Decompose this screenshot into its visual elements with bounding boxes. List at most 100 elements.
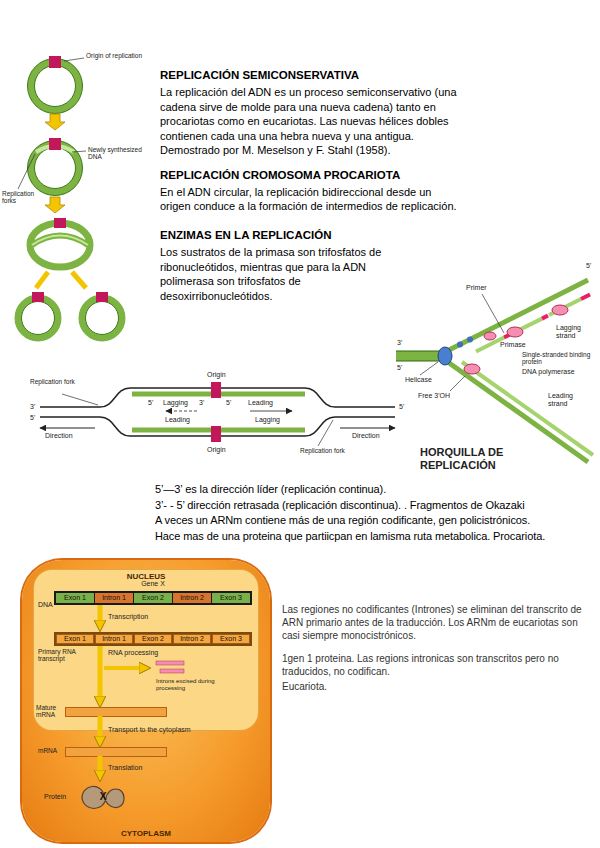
part-label: Direction — [352, 432, 380, 440]
arrow-label: Transcription — [108, 613, 148, 621]
part-label: Leading strand — [548, 392, 592, 408]
text-column: 5’—3’ es la dirección líder (replicación… — [155, 482, 593, 543]
replication-fork — [396, 280, 593, 462]
replication-fork — [450, 376, 465, 391]
plasmid-figures — [86, 302, 119, 335]
replication-fork — [438, 347, 452, 365]
replication-fork — [482, 294, 504, 333]
replication-fork — [552, 305, 568, 315]
intron-box: Intron 1 — [95, 634, 133, 644]
dna-label: DNA — [38, 601, 53, 609]
replication-fork — [462, 362, 593, 455]
plasmid-figures — [22, 302, 55, 335]
part-label: Leading — [165, 416, 190, 424]
replication-bubble — [132, 392, 305, 397]
process-arrow — [98, 716, 103, 737]
segment-label: Exon 1 — [56, 635, 94, 643]
plasmid-figures — [32, 236, 88, 246]
replication-bubble — [166, 411, 197, 412]
exon-box: Exon 1 — [56, 634, 94, 644]
part-label: Primase — [500, 341, 526, 349]
body-text: Eucariota. — [282, 680, 588, 693]
part-label: Replication fork — [30, 378, 80, 385]
plasmid-figures — [35, 66, 76, 107]
part-label: 3' — [199, 399, 204, 407]
protein-shape: ProteinX — [78, 782, 128, 814]
plasmid-figures — [31, 144, 79, 192]
plasmid-figures — [36, 146, 74, 152]
figure-title: HORQUILLA DE REPLICACIÓN — [420, 446, 570, 471]
plasmid-figures — [36, 272, 48, 288]
plasmid-figures — [72, 151, 86, 152]
part-label: 5' — [586, 262, 591, 270]
replication-bubble — [40, 388, 395, 407]
plasmid-figures — [72, 272, 86, 288]
plasmid-figures — [28, 141, 83, 196]
replication-bubble — [250, 411, 292, 412]
section-heading: ENZIMAS EN LA REPLICACIÓN — [160, 228, 460, 243]
part-label: 5' — [399, 403, 404, 411]
plasmid-figures — [49, 56, 61, 68]
intron-excision — [156, 661, 184, 665]
plasmid-figures — [96, 292, 108, 302]
intron-box: Intron 2 — [173, 634, 211, 644]
part-label: Lagging — [163, 399, 188, 407]
replication-bubble — [62, 394, 98, 405]
replication-fork — [507, 327, 523, 337]
transcript-band: Exon 1Intron 1Exon 2Intron 2Exon 3Primar… — [54, 632, 252, 646]
part-label: Single-stranded binding protein — [522, 351, 594, 366]
replication-fork — [396, 351, 445, 361]
part-label: 3' — [30, 403, 35, 411]
body-text: 3’- - 5’ dirección retrasada (replicació… — [155, 498, 593, 513]
part-label: Origin — [207, 371, 226, 379]
segment-label: Exon 3 — [212, 635, 250, 643]
mature-mrna-bar: Mature mRNA — [66, 708, 166, 716]
segment-label: Exon 2 — [134, 594, 172, 602]
arrow-label: Translation — [108, 764, 142, 772]
process-arrow — [98, 646, 103, 697]
replication-bubble — [40, 428, 95, 429]
protein-label: Protein — [44, 793, 66, 801]
plasmid-figures — [30, 223, 90, 267]
section-heading: REPLICACIÓN SEMICONSERVATIVA — [160, 68, 460, 83]
part-label: 5' — [226, 399, 231, 407]
cytoplasm-cell: Exon 1Intron 1Exon 2Intron 2Exon 3Gene X… — [22, 560, 270, 842]
segment-label: Exon 2 — [134, 635, 172, 643]
plasmid-figures — [35, 148, 76, 189]
protein-mark: X — [78, 791, 128, 803]
text-column: Las regiones no codificantes (Intrones) … — [282, 603, 588, 693]
part-label: 3' — [397, 339, 402, 347]
replication-bubble — [40, 382, 395, 446]
part-label: Leading — [248, 399, 273, 407]
arrow-label: Transport to the cytoplasm — [108, 726, 191, 734]
plasmid-figures — [45, 114, 65, 130]
plasmid-figures — [54, 218, 66, 228]
part-label: Lagging — [255, 416, 280, 424]
segment-label: Exon 1 — [56, 594, 94, 602]
plasmid-figures — [32, 236, 88, 246]
replication-bubble — [211, 426, 221, 442]
replication-bubble — [318, 420, 333, 446]
part-label: Free 3'OH — [418, 392, 450, 400]
plasmid-figures — [82, 298, 122, 338]
exon-box: Exon 2 — [134, 634, 172, 644]
body-text: 5’—3’ es la dirección líder (replicación… — [155, 482, 593, 497]
segment-label: Intron 2 — [173, 594, 211, 602]
plasmid-figures — [28, 59, 83, 114]
part-label: Replication forks — [2, 190, 36, 205]
body-text: Hace mas de una proteina que partiicpan … — [155, 529, 593, 544]
plasmid-figures — [45, 197, 65, 213]
part-label: Helicase — [405, 376, 432, 384]
body-text: Las regiones no codificantes (Intrones) … — [282, 603, 588, 642]
exon-box: Exon 3 — [212, 634, 250, 644]
row-label: Primary RNA transcript — [38, 648, 90, 663]
plasmid-figures — [18, 154, 35, 189]
part-label: Origin of replication — [86, 52, 142, 59]
intron-excision — [104, 661, 184, 673]
plasmid-figures — [31, 62, 79, 110]
replication-fork — [467, 337, 473, 343]
plasmid-figures — [49, 138, 61, 150]
mrna-bar: mRNA — [66, 748, 166, 756]
gene-label: Gene X — [54, 580, 252, 588]
